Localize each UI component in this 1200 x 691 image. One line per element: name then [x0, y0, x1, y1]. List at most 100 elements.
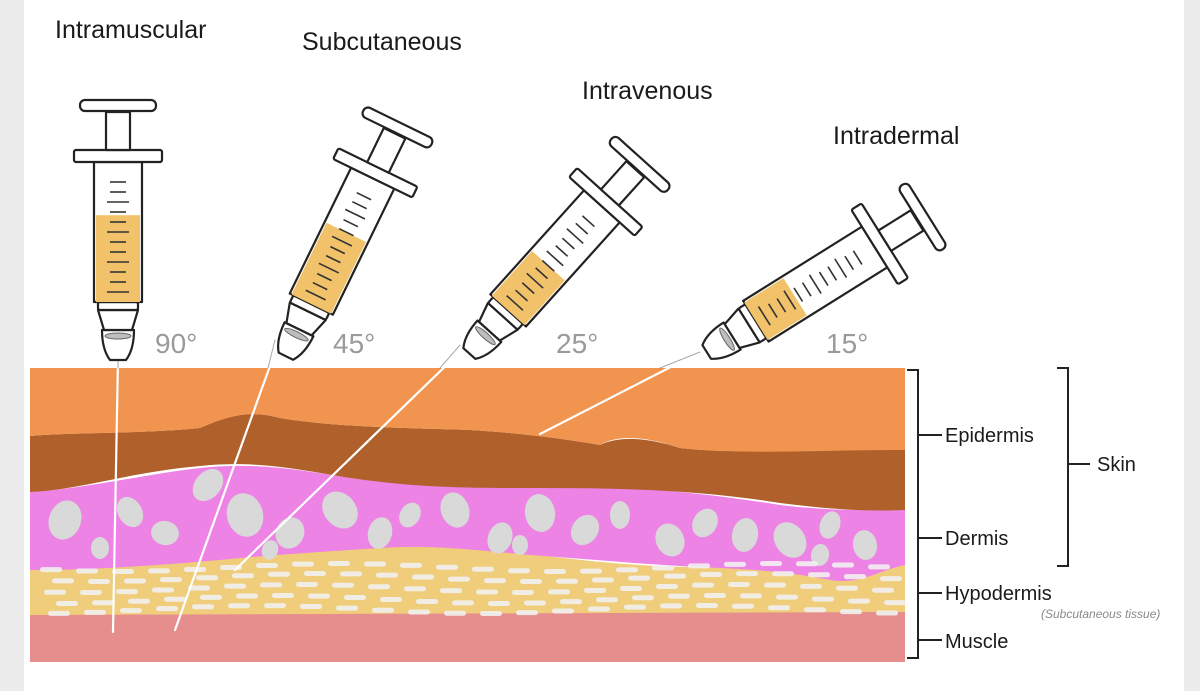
fat-cell	[704, 593, 726, 599]
epidermis-layer-shape	[30, 368, 905, 452]
fat-cell	[268, 571, 290, 577]
fat-cell	[632, 595, 654, 601]
intramuscular-syringe	[72, 98, 164, 362]
intravenous-angle: 25°	[556, 328, 598, 359]
fat-cell	[152, 587, 174, 593]
dermis-cell	[116, 496, 144, 528]
fat-cell	[44, 589, 66, 595]
fat-cell	[404, 586, 426, 592]
fat-cell	[768, 605, 790, 611]
fat-cell	[372, 607, 394, 613]
dermis-cell	[852, 530, 878, 560]
fat-cell	[328, 561, 350, 567]
dermis-cell	[192, 468, 224, 502]
fat-cell	[688, 563, 710, 569]
fat-cell	[440, 588, 462, 594]
dermis-cell	[440, 492, 470, 528]
fat-cell	[736, 571, 758, 577]
fat-cell	[556, 578, 578, 584]
fat-cell	[700, 571, 722, 577]
fat-cell	[872, 587, 894, 593]
injection-routes-diagram: Intramuscular Subcutaneous Intravenous I…	[30, 16, 1160, 662]
fat-cell	[52, 578, 74, 584]
dermis-cell	[610, 501, 630, 529]
fat-cell	[412, 574, 434, 580]
fat-cell	[484, 578, 506, 584]
intradermal-needle	[538, 350, 702, 436]
fat-cell	[200, 594, 222, 600]
muscle-label: Muscle	[945, 631, 1008, 653]
fat-cell	[560, 599, 582, 605]
fat-cell	[188, 585, 210, 591]
fat-cell	[836, 585, 858, 591]
fat-cell	[480, 610, 502, 616]
fat-cell	[192, 604, 214, 610]
fat-cell	[848, 598, 870, 604]
subcutaneous-label: Subcutaneous	[302, 28, 462, 56]
dermis-cell	[655, 523, 685, 557]
fat-cell	[668, 593, 690, 599]
fat-cell	[364, 561, 386, 567]
fat-cell	[368, 584, 390, 590]
syringes	[72, 98, 947, 362]
intradermal-angle: 15°	[826, 328, 868, 359]
fat-cell	[300, 603, 322, 609]
fat-cell	[224, 583, 246, 589]
fat-cell	[628, 575, 650, 581]
fat-cell	[376, 572, 398, 578]
fat-cell	[148, 568, 170, 574]
fat-cell	[292, 561, 314, 567]
fat-cell	[760, 561, 782, 567]
dermis-upper-layer	[30, 414, 905, 511]
fat-cell	[696, 603, 718, 609]
fat-cell	[588, 606, 610, 612]
layer-brackets	[907, 367, 1090, 659]
fat-cell	[452, 600, 474, 606]
fat-cell	[340, 571, 362, 577]
fat-cell	[728, 582, 750, 588]
fat-cell	[448, 576, 470, 582]
fat-cell	[512, 589, 534, 595]
fat-cell	[92, 600, 114, 606]
fat-cell	[228, 603, 250, 609]
fat-cell	[516, 610, 538, 616]
dermis-cell	[570, 514, 600, 546]
fat-cell	[444, 610, 466, 616]
fat-cell	[344, 595, 366, 601]
fat-cell	[488, 600, 510, 606]
dermis-cell	[367, 517, 393, 549]
epidermis-label: Epidermis	[945, 425, 1034, 447]
fat-cell	[112, 568, 134, 574]
fat-cell	[40, 567, 62, 573]
fat-cell	[184, 566, 206, 572]
fat-cell	[692, 582, 714, 588]
diagram-canvas: Intramuscular Subcutaneous Intravenous I…	[24, 0, 1184, 691]
intradermal-syringe	[701, 182, 947, 360]
dermis-cell	[151, 520, 179, 546]
skin-label: Skin	[1097, 454, 1136, 476]
tissue-cross-section	[30, 368, 906, 662]
fat-cell	[624, 604, 646, 610]
fat-cell	[272, 593, 294, 599]
dermis-cell	[322, 491, 358, 529]
intradermal-label: Intradermal	[833, 122, 959, 150]
fat-cell	[876, 610, 898, 616]
fat-cell	[620, 585, 642, 591]
fat-cell	[880, 576, 902, 582]
dermis-cell	[48, 500, 82, 540]
fat-cell	[476, 589, 498, 595]
fat-cell	[124, 578, 146, 584]
fat-cell	[416, 598, 438, 604]
fat-cell	[76, 568, 98, 574]
intramuscular-angle: 90°	[155, 328, 197, 359]
fat-cell	[796, 561, 818, 567]
fat-cell	[844, 574, 866, 580]
fat-cell	[308, 593, 330, 599]
fat-cell	[400, 562, 422, 568]
dermis-cell	[524, 494, 556, 532]
fat-cell	[812, 596, 834, 602]
dermis-cells	[48, 468, 878, 566]
fat-cell	[520, 578, 542, 584]
fat-cell	[804, 607, 826, 613]
fat-cell	[656, 584, 678, 590]
